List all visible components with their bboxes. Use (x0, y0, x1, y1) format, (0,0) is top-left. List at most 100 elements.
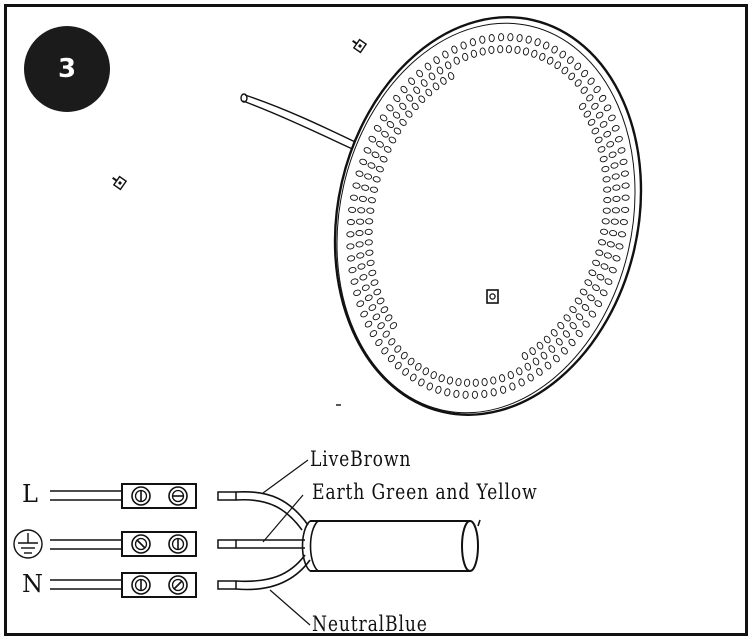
led-dot (359, 274, 368, 281)
led-dot (435, 385, 442, 394)
led-dot (355, 230, 364, 237)
led-dot (453, 56, 460, 65)
led-dot (597, 146, 606, 153)
led-dot (596, 273, 605, 281)
supply-wires (50, 490, 125, 590)
led-dot (388, 136, 397, 144)
led-dot (364, 239, 373, 246)
led-dot (460, 41, 467, 50)
led-dot (516, 34, 523, 43)
led-dot (531, 49, 538, 58)
led-dot (599, 289, 608, 297)
led-dot (348, 266, 357, 274)
led-dot (453, 389, 460, 398)
led-dot (592, 284, 600, 292)
led-dot (604, 278, 613, 285)
led-dot (600, 263, 609, 270)
led-dot (603, 104, 612, 112)
led-dot (400, 351, 408, 360)
led-dot (488, 45, 495, 54)
terminal-block-neutral (121, 572, 197, 598)
led-dot (621, 206, 630, 213)
led-dot (446, 376, 454, 385)
led-dot (364, 173, 373, 180)
led-dot (346, 231, 355, 238)
led-dot (455, 378, 462, 387)
led-dot (372, 176, 381, 183)
led-dot (363, 147, 372, 154)
led-dot (490, 376, 497, 385)
led-dot (369, 186, 379, 193)
led-dot (560, 347, 568, 355)
led-dot (357, 263, 366, 270)
led-dot (376, 140, 384, 148)
led-dot (620, 170, 629, 177)
led-dot (346, 219, 355, 226)
earth-wire-label: Earth Green and Yellow (312, 480, 538, 504)
led-dot (356, 218, 365, 225)
led-dot (366, 259, 375, 267)
led-dot (444, 388, 451, 397)
led-dot (581, 69, 589, 78)
led-dot (350, 278, 359, 285)
led-dot (524, 362, 532, 371)
neutral-terminal-letter: N (22, 570, 43, 598)
led-dot (451, 45, 458, 54)
led-dot (414, 362, 422, 371)
label-leaders (262, 459, 311, 626)
led-dot (376, 297, 385, 305)
led-dot (584, 279, 593, 286)
led-dot (355, 241, 364, 248)
led-dot (532, 357, 540, 366)
led-dot (368, 269, 377, 277)
led-dot (418, 95, 426, 103)
led-dot (387, 354, 395, 363)
led-dot (381, 347, 389, 355)
led-dot (347, 255, 356, 262)
led-dot (365, 249, 374, 256)
led-dot (611, 125, 620, 132)
led-dot (614, 135, 623, 143)
led-dot (479, 47, 486, 56)
led-dot (593, 85, 601, 94)
led-dot (536, 368, 543, 376)
led-dot (574, 62, 582, 71)
led-dot (587, 118, 596, 126)
led-dot (507, 33, 514, 42)
led-dot (384, 314, 393, 322)
led-dot (529, 347, 536, 355)
led-dot (413, 86, 421, 94)
led-dot (557, 321, 565, 330)
led-dot (348, 206, 357, 213)
led-dot (612, 255, 621, 262)
led-dot (382, 330, 390, 338)
led-dot (574, 79, 582, 87)
led-dot (610, 162, 619, 169)
led-dot (621, 194, 630, 201)
led-dot (612, 184, 621, 191)
led-dot (581, 304, 590, 311)
led-dot (575, 329, 583, 338)
led-dot (358, 195, 367, 202)
led-dot (555, 338, 563, 346)
led-dot (352, 182, 361, 189)
led-dot (349, 194, 359, 201)
led-dot (602, 207, 611, 214)
live-wire-label: LiveBrown (310, 447, 412, 471)
led-dot (399, 118, 407, 126)
led-dot (499, 374, 506, 383)
led-dot (409, 373, 417, 382)
step-number-badge: 3 (24, 26, 110, 112)
led-dot (372, 313, 381, 321)
led-dot (422, 367, 430, 376)
led-dot (370, 279, 379, 286)
led-dot (609, 230, 618, 237)
led-dot (516, 367, 523, 376)
led-dot (400, 85, 408, 94)
led-dot (469, 38, 476, 47)
led-dot (364, 294, 373, 302)
led-dot (591, 102, 599, 110)
led-dot (388, 338, 396, 346)
led-dot-ring (346, 33, 630, 399)
led-dot (444, 61, 452, 70)
